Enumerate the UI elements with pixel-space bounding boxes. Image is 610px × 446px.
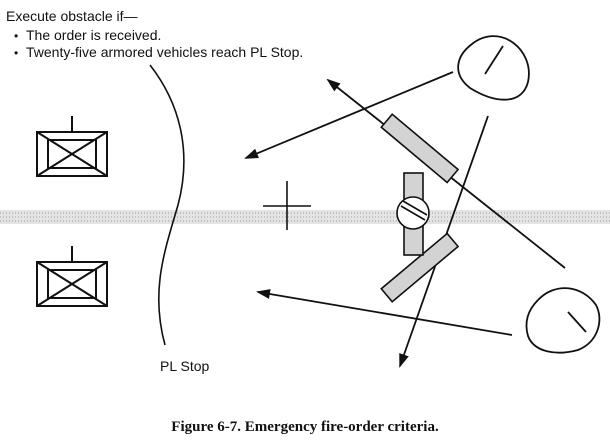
fighting-position-icon [525, 287, 601, 354]
fighting-position-icon [457, 35, 530, 101]
instruction-heading: Execute obstacle if— [6, 8, 138, 24]
armored-unit-icon [36, 116, 108, 177]
target-reference-cross-icon [263, 181, 311, 230]
armored-unit-icon [36, 246, 108, 307]
bullet-symbol: • [14, 29, 18, 43]
fire-arrow [256, 289, 513, 336]
condition-order-received: The order is received. [26, 27, 161, 43]
fire-arrow [244, 71, 454, 159]
phase-line-pl-stop [149, 64, 185, 346]
road-band [0, 210, 610, 224]
phase-line-label: PL Stop [160, 358, 210, 374]
figure-caption: Figure 6-7. Emergency fire-order criteri… [171, 419, 439, 435]
demolition-obstacle-icon [380, 113, 460, 303]
bullet-symbol: • [14, 46, 18, 60]
condition-vehicle-count: Twenty-five armored vehicles reach PL St… [26, 44, 303, 60]
